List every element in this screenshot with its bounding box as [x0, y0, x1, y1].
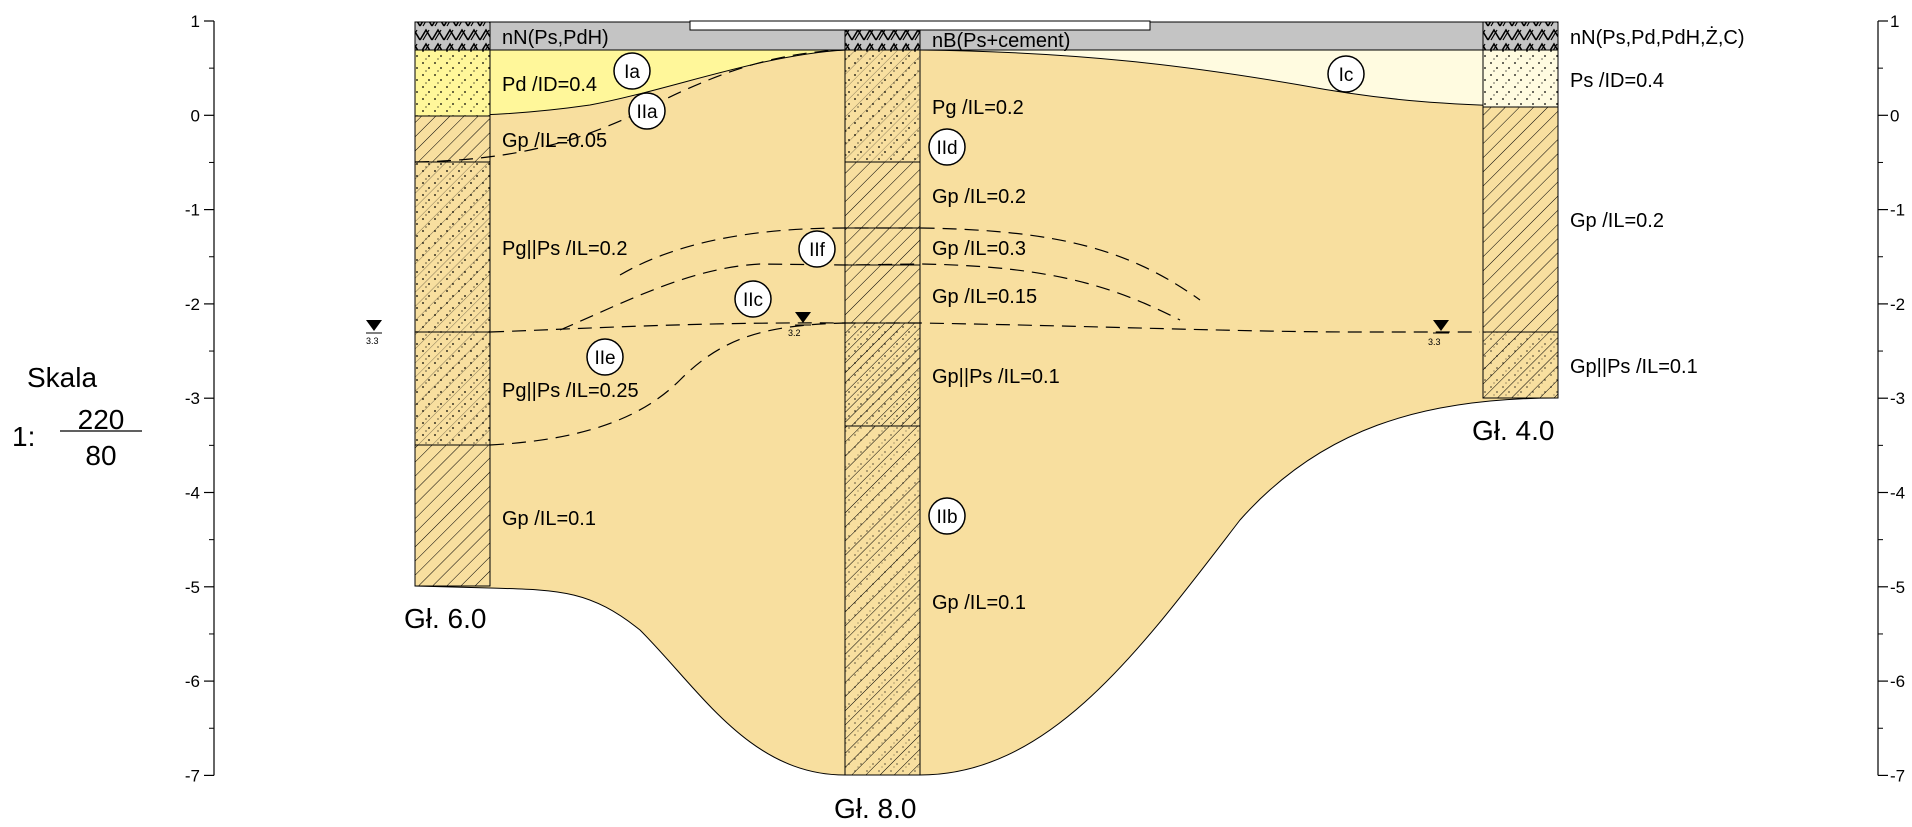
water-marker-middle: 3.2 [788, 312, 811, 338]
axis-tick-label: 1 [1890, 12, 1899, 31]
svg-text:IIb: IIb [936, 507, 957, 528]
depth-axis-left: 1 0 -1 -2 -3 -4 -5 -6 -7 [185, 12, 215, 785]
depth-label-middle: Gł. 8.0 [834, 793, 916, 822]
axis-tick-label: -5 [185, 578, 200, 597]
label-left-PgPs2: Pg||Ps /IL=0.25 [502, 380, 639, 402]
svg-text:IIe: IIe [594, 348, 615, 369]
axis-tick-label: -5 [1890, 578, 1905, 597]
depth-axis-right: 1 0 -1 -2 -3 -4 -5 -6 -7 [1877, 12, 1905, 785]
depth-label-left: Gł. 6.0 [404, 603, 486, 634]
geo-marker-IIa: IIa [628, 92, 666, 130]
geo-marker-IIe: IIe [586, 338, 624, 376]
label-middle-Gp4: Gp /IL=0.1 [932, 592, 1026, 614]
axis-tick-label: -4 [185, 484, 200, 503]
boundary-IIc-top [559, 263, 1181, 331]
label-right-GpPs: Gp||Ps /IL=0.1 [1570, 356, 1698, 378]
svg-text:IId: IId [936, 138, 957, 159]
scale-numerator: 220 [78, 404, 125, 435]
geo-marker-Ia: Ia [613, 52, 651, 90]
borehole-middle [844, 29, 921, 776]
label-right-fill: nN(Ps,Pd,PdH,Ż,C) [1570, 26, 1744, 49]
axis-tick-label: -3 [185, 389, 200, 408]
surface-slab [689, 20, 1151, 31]
label-right-Gp: Gp /IL=0.2 [1570, 210, 1664, 232]
water-marker-left: 3.3 [366, 320, 382, 346]
water-level-middle-value: 3.2 [788, 328, 801, 338]
depth-label-right: Gł. 4.0 [1472, 415, 1554, 446]
axis-tick-label: -2 [1890, 295, 1905, 314]
label-middle-Pg: Pg /IL=0.2 [932, 97, 1024, 119]
borehole-left [414, 21, 491, 587]
scale-prefix: 1: [12, 421, 35, 452]
boundary-IIf-top [619, 227, 1201, 301]
axis-tick-label: -3 [1890, 389, 1905, 408]
borehole-right [1482, 21, 1559, 399]
geo-marker-IIf: IIf [798, 230, 836, 268]
axis-tick-label: -2 [185, 295, 200, 314]
label-left-PgPs1: Pg||Ps /IL=0.2 [502, 238, 627, 260]
label-left-Pd: Pd /ID=0.4 [502, 74, 597, 96]
axis-tick-label: -1 [1890, 201, 1905, 220]
axis-tick-label: -7 [1890, 766, 1905, 785]
scale-denominator: 80 [85, 440, 116, 471]
axis-tick-label: -6 [1890, 672, 1905, 691]
label-left-Gp1: Gp /IL=0.05 [502, 130, 607, 152]
axis-tick-label: 0 [1890, 106, 1899, 125]
geo-marker-Ic: Ic [1327, 55, 1365, 93]
water-level-right-value: 3.3 [1428, 337, 1441, 347]
scale-block: Skala 1: 220 80 [12, 362, 142, 471]
label-left-Gp2: Gp /IL=0.1 [502, 508, 596, 530]
label-middle-GpPs: Gp||Ps /IL=0.1 [932, 366, 1060, 388]
water-table-line [489, 322, 1480, 333]
axis-tick-label: 0 [191, 106, 200, 125]
axis-tick-label: -1 [185, 201, 200, 220]
svg-text:IIa: IIa [636, 102, 658, 123]
axis-tick-label: -4 [1890, 484, 1905, 503]
soil-body [414, 49, 1559, 776]
water-marker-right: 3.3 [1428, 320, 1449, 347]
boundary-IIe-bottom [489, 322, 846, 446]
svg-text:IIf: IIf [809, 240, 826, 261]
water-level-left-value: 3.3 [366, 336, 379, 346]
svg-text:IIc: IIc [743, 290, 763, 311]
label-middle-Gp3: Gp /IL=0.15 [932, 286, 1037, 308]
geo-marker-IIc: IIc [734, 280, 772, 318]
geo-marker-IId: IId [928, 128, 966, 166]
label-left-fill: nN(Ps,PdH) [502, 27, 609, 49]
axis-tick-label: 1 [191, 12, 200, 31]
svg-text:Ia: Ia [624, 62, 640, 83]
axis-tick-label: -6 [185, 672, 200, 691]
geotechnical-layer-markers: Ia IIa Ic IId IIf IIc IIe IIb [586, 52, 1365, 535]
label-middle-fill: nB(Ps+cement) [932, 30, 1070, 52]
geo-marker-IIb: IIb [928, 497, 966, 535]
label-right-Ps: Ps /ID=0.4 [1570, 70, 1664, 92]
label-middle-Gp1: Gp /IL=0.2 [932, 186, 1026, 208]
label-middle-Gp2: Gp /IL=0.3 [932, 238, 1026, 260]
axis-tick-label: -7 [185, 766, 200, 785]
scale-label: Skala [27, 362, 97, 393]
svg-text:Ic: Ic [1339, 65, 1354, 86]
